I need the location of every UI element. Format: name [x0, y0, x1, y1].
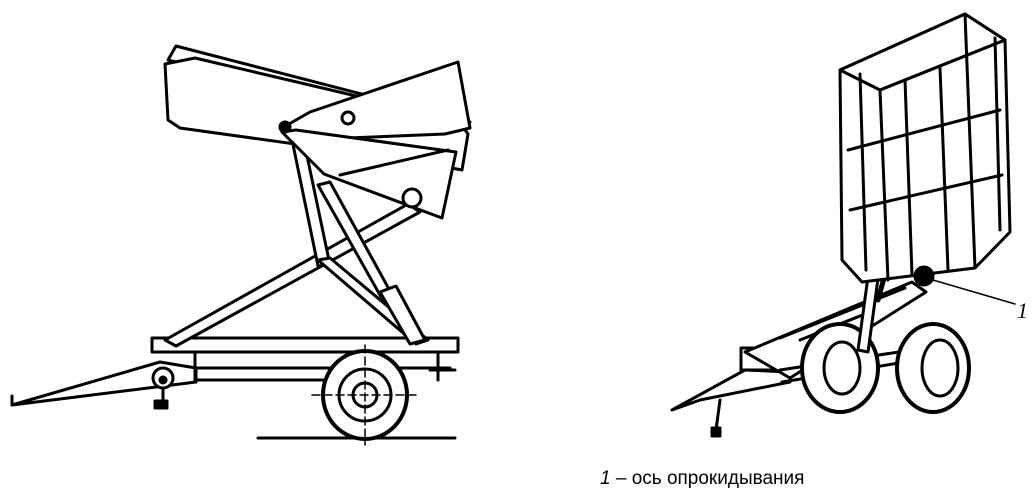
left-wheel [311, 344, 419, 446]
caption-dash: – [610, 468, 632, 489]
caption-number: 1 [600, 468, 611, 489]
right-wheel-rear [895, 322, 971, 414]
figure-caption: 1 – ось опрокидывания [600, 468, 804, 490]
right-drawbar [670, 368, 792, 412]
left-trailer-drawing [10, 44, 472, 446]
callout-label: 1 [1017, 298, 1028, 323]
left-frame [150, 336, 460, 354]
right-trailer-drawing [670, 12, 1016, 438]
caption-text: ось опрокидывания [631, 468, 805, 489]
tipping-axis-marker [913, 265, 935, 287]
callout-leader-line [932, 279, 1016, 305]
